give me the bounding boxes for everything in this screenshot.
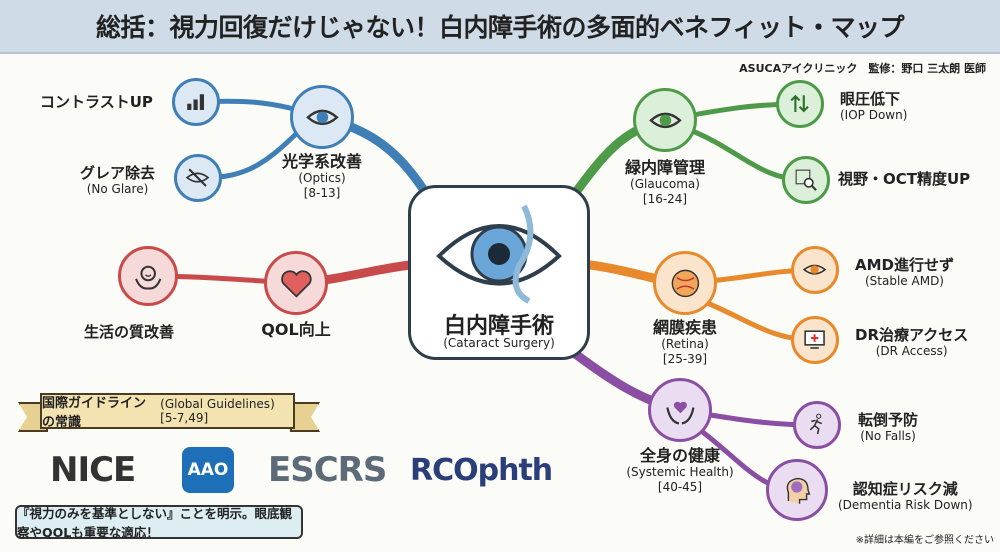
- life-label: 生活の質改善: [84, 323, 175, 341]
- nice-logo: NICE: [50, 450, 136, 490]
- amd-node: [791, 246, 839, 294]
- life-node: [118, 246, 178, 306]
- contrast-node: [172, 78, 220, 126]
- smiling-person-hands-icon: [134, 265, 162, 290]
- glare-label: グレア除去(No Glare): [80, 164, 156, 196]
- retina-label: 網膜疾患(Retina)[25-39]: [652, 318, 718, 366]
- center-subtitle: (Cataract Surgery): [443, 336, 555, 350]
- page-title: 総括：視力回復だけじゃない！白内障手術の多面的ベネフィット・マップ: [0, 0, 1000, 54]
- central-node-cataract-surgery: 白内障手術 (Cataract Surgery): [408, 185, 590, 360]
- dr-label: DR治療アクセス(DR Access): [855, 326, 969, 358]
- eye-icon: [436, 204, 562, 304]
- retina-icon: [671, 269, 699, 297]
- up-down-arrows-icon: [790, 95, 810, 113]
- glaucoma-node: [633, 88, 697, 152]
- eye-slash-icon: [186, 168, 210, 188]
- hands-heart-icon: [665, 401, 695, 425]
- head-brain-icon: [786, 478, 811, 504]
- footnote: ※詳細は本編をご参照ください: [855, 535, 994, 546]
- escrs-logo: ESCRS: [268, 450, 387, 490]
- falls-node: [793, 401, 841, 449]
- guidelines-title: 国際ガイドラインの常識: [42, 396, 147, 430]
- magnifier-grid-icon: [796, 170, 818, 192]
- guidelines-banner: 国際ガイドラインの常識 (Global Guidelines) [5-7,49]: [40, 393, 295, 430]
- guidelines-callout: 『視力のみを基準としない』ことを明示。眼底観察やQOLも重要な適応！: [15, 505, 303, 540]
- systemic-label: 全身の健康(Systemic Health)[40-45]: [626, 446, 734, 494]
- bar-chart-icon: [187, 94, 205, 111]
- falls-label: 転倒予防(No Falls): [858, 411, 919, 443]
- credit: ASUCAアイクリニック 監修：野口 三太朗 医師: [739, 62, 986, 75]
- glare-node: [174, 154, 222, 202]
- iop-label: 眼圧低下(IOP Down): [840, 90, 908, 122]
- qol-node: [264, 251, 328, 315]
- dr-node: [791, 316, 839, 364]
- heart-icon: [280, 269, 312, 298]
- qol-label: QOL向上: [261, 320, 331, 339]
- contrast-label: コントラストUP: [40, 93, 153, 111]
- eye-magnifier-icon: [803, 265, 827, 275]
- eye-icon: [305, 109, 339, 125]
- center-title: 白内障手術: [443, 314, 554, 339]
- dementia-node: [766, 459, 828, 521]
- running-person-icon: [810, 413, 823, 435]
- glaucoma-label: 緑内障管理(Glaucoma)[16-24]: [624, 158, 706, 206]
- rcophth-logo: RCOphth: [410, 453, 553, 488]
- retina-node: [653, 251, 717, 315]
- optics-node: [290, 85, 354, 149]
- field-label: 視野・OCT精度UP: [838, 170, 971, 188]
- eye-icon: [648, 112, 682, 128]
- guidelines-subtitle: (Global Guidelines) [5-7,49]: [160, 397, 275, 425]
- systemic-node: [648, 378, 712, 442]
- optics-label: 光学系改善(Optics)[8-13]: [281, 152, 363, 200]
- medical-monitor-icon: [804, 330, 826, 350]
- amd-label: AMD進行せず(Stable AMD): [855, 256, 954, 288]
- aao-logo: AAO: [182, 447, 234, 493]
- iop-node: [776, 80, 824, 128]
- field-node: [782, 156, 830, 204]
- dementia-label: 認知症リスク減(Dementia Risk Down): [838, 480, 973, 512]
